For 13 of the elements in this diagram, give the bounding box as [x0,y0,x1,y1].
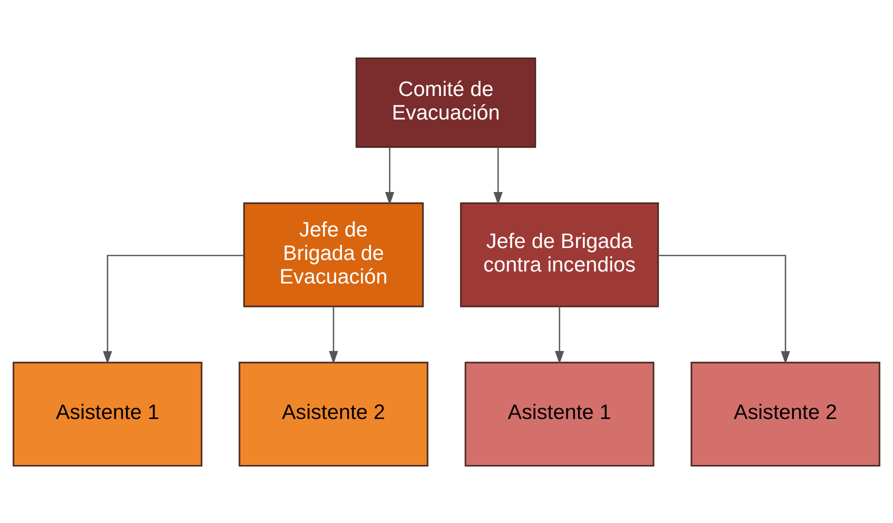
node-box: Asistente 2 [238,361,428,466]
arrow [658,254,790,364]
arrow [494,146,503,205]
node-box: Asistente 1 [12,361,202,466]
node-box: Asistente 2 [690,361,880,466]
node-box: Comité de Evacuación [356,56,536,148]
arrow [554,306,564,364]
arrow [328,306,338,364]
node-box: Jefe de Brigada contra incendios [460,202,659,307]
arrow [102,254,244,364]
node-box: Jefe de Brigada de Evacuación [243,202,424,307]
node-box: Asistente 1 [464,361,654,466]
arrow [385,146,394,205]
